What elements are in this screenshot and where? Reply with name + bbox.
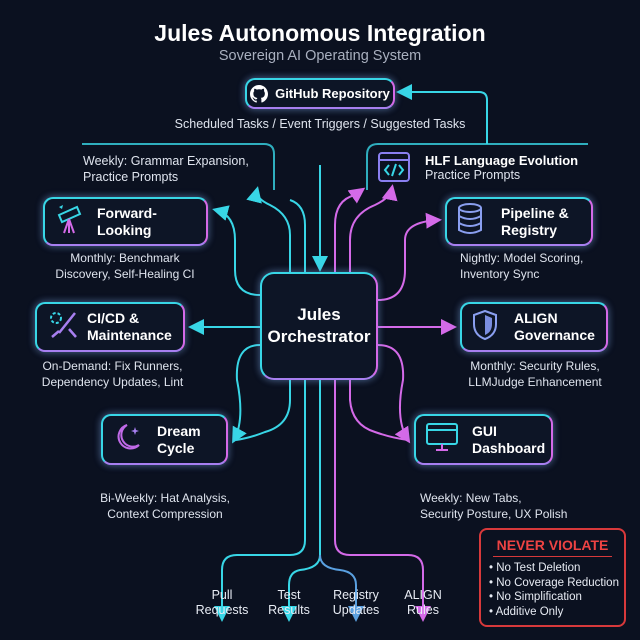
diagram-subtitle: Sovereign AI Operating System [218,48,422,64]
cicd-caption-line2: Dependency Updates, Lint [41,375,184,389]
align-label-line2: Governance [514,327,595,343]
pipeline-label-line1: Pipeline & [501,204,569,221]
grammar-caption-line1: Weekly: Grammar Expansion, [83,154,249,168]
forward-caption-line2: Discovery, Self-Healing CI [55,267,195,281]
cicd-caption: On-Demand: Fix Runners, Dependency Updat… [30,358,195,390]
output-line2: Results [268,603,310,617]
shield-icon [472,309,498,346]
gui-label-line1: GUI [472,422,497,439]
divider [493,556,612,557]
code-window-icon [378,152,410,182]
never-violate-panel: NEVER VIOLATE No Test Deletion No Covera… [479,528,626,627]
telescope-icon [55,203,87,240]
cicd-maintenance-node[interactable]: CI/CD &Maintenance [35,302,185,352]
dream-caption-line1: Bi-Weekly: Hat Analysis, [100,491,230,505]
gui-caption-line2: Security Posture, UX Polish [420,507,568,521]
output-line2: Updates [332,603,380,617]
monitor-icon [426,422,458,457]
rule-item: No Test Deletion [489,561,624,576]
hlf-caption: Practice Prompts [425,167,521,182]
hlf-bracket [366,143,588,190]
dream-caption-line2: Context Compression [107,507,223,521]
pipeline-label: Pipeline &Registry [501,205,569,239]
gear-wrench-icon [47,309,79,346]
align-caption: Monthly: Security Rules, LLMJudge Enhanc… [455,358,615,390]
orchestrator-line1: Jules [297,305,341,324]
never-violate-title: NEVER VIOLATE [496,537,609,553]
align-label-line1: ALIGN [514,310,558,326]
rule-item: No Coverage Reduction [489,576,624,591]
grammar-caption: Weekly: Grammar Expansion, Practice Prom… [83,153,249,185]
pipeline-caption-line2: Inventory Sync [460,267,540,281]
moon-icon [113,421,143,458]
database-icon [457,203,483,240]
gui-label-line2: Dashboard [472,439,546,456]
orchestrator-line2: Orchestrator [267,327,371,346]
pipeline-label-line2: Registry [501,221,558,238]
trigger-types: Scheduled Tasks / Event Triggers / Sugge… [174,117,466,131]
gui-caption: Weekly: New Tabs, Security Posture, UX P… [420,490,567,522]
cicd-label-line1: CI/CD & [87,310,140,326]
forward-looking-node[interactable]: Forward-Looking [43,197,208,246]
output-line2: Requests [195,603,249,617]
github-label: GitHub Repository [275,86,390,101]
hlf-label: HLF Language Evolution [425,152,579,168]
forward-caption-line1: Monthly: Benchmark [70,251,180,265]
diagram-title: Jules Autonomous Integration [154,20,486,46]
github-icon [250,84,269,103]
forward-looking-label: Forward-Looking [97,204,157,238]
grammar-bracket [82,143,275,190]
forward-looking-caption: Monthly: Benchmark Discovery, Self-Heali… [40,250,210,282]
github-return-arrow [396,84,488,144]
pipeline-caption-line1: Nightly: Model Scoring, [460,251,584,265]
github-repository-node[interactable]: GitHub Repository [245,78,395,109]
cicd-caption-line1: On-Demand: Fix Runners, [42,359,183,373]
pipeline-caption: Nightly: Model Scoring, Inventory Sync [460,250,583,282]
dream-label-line2: Cycle [157,439,195,456]
output-line1: Registry [333,588,379,602]
hlf-node[interactable]: HLF Language Evolution Practice Prompts [378,152,578,182]
align-caption-line1: Monthly: Security Rules, [470,359,600,373]
dream-caption: Bi-Weekly: Hat Analysis, Context Compres… [90,490,240,522]
rule-item: Additive Only [489,605,624,620]
output-line1: Test [277,588,301,602]
pipeline-registry-node[interactable]: Pipeline &Registry [445,197,593,246]
dream-label-line1: Dream [157,422,201,439]
output-line1: Pull [211,588,233,602]
cicd-label: CI/CD &Maintenance [87,310,172,344]
align-caption-line2: LLMJudge Enhancement [468,375,602,389]
gui-caption-line1: Weekly: New Tabs, [420,491,522,505]
output-line2: Rules [407,603,439,617]
rule-item: No Simplification [489,590,624,605]
output-line1: ALIGN [404,588,442,602]
grammar-caption-line2: Practice Prompts [83,170,179,184]
cicd-label-line2: Maintenance [87,327,172,343]
